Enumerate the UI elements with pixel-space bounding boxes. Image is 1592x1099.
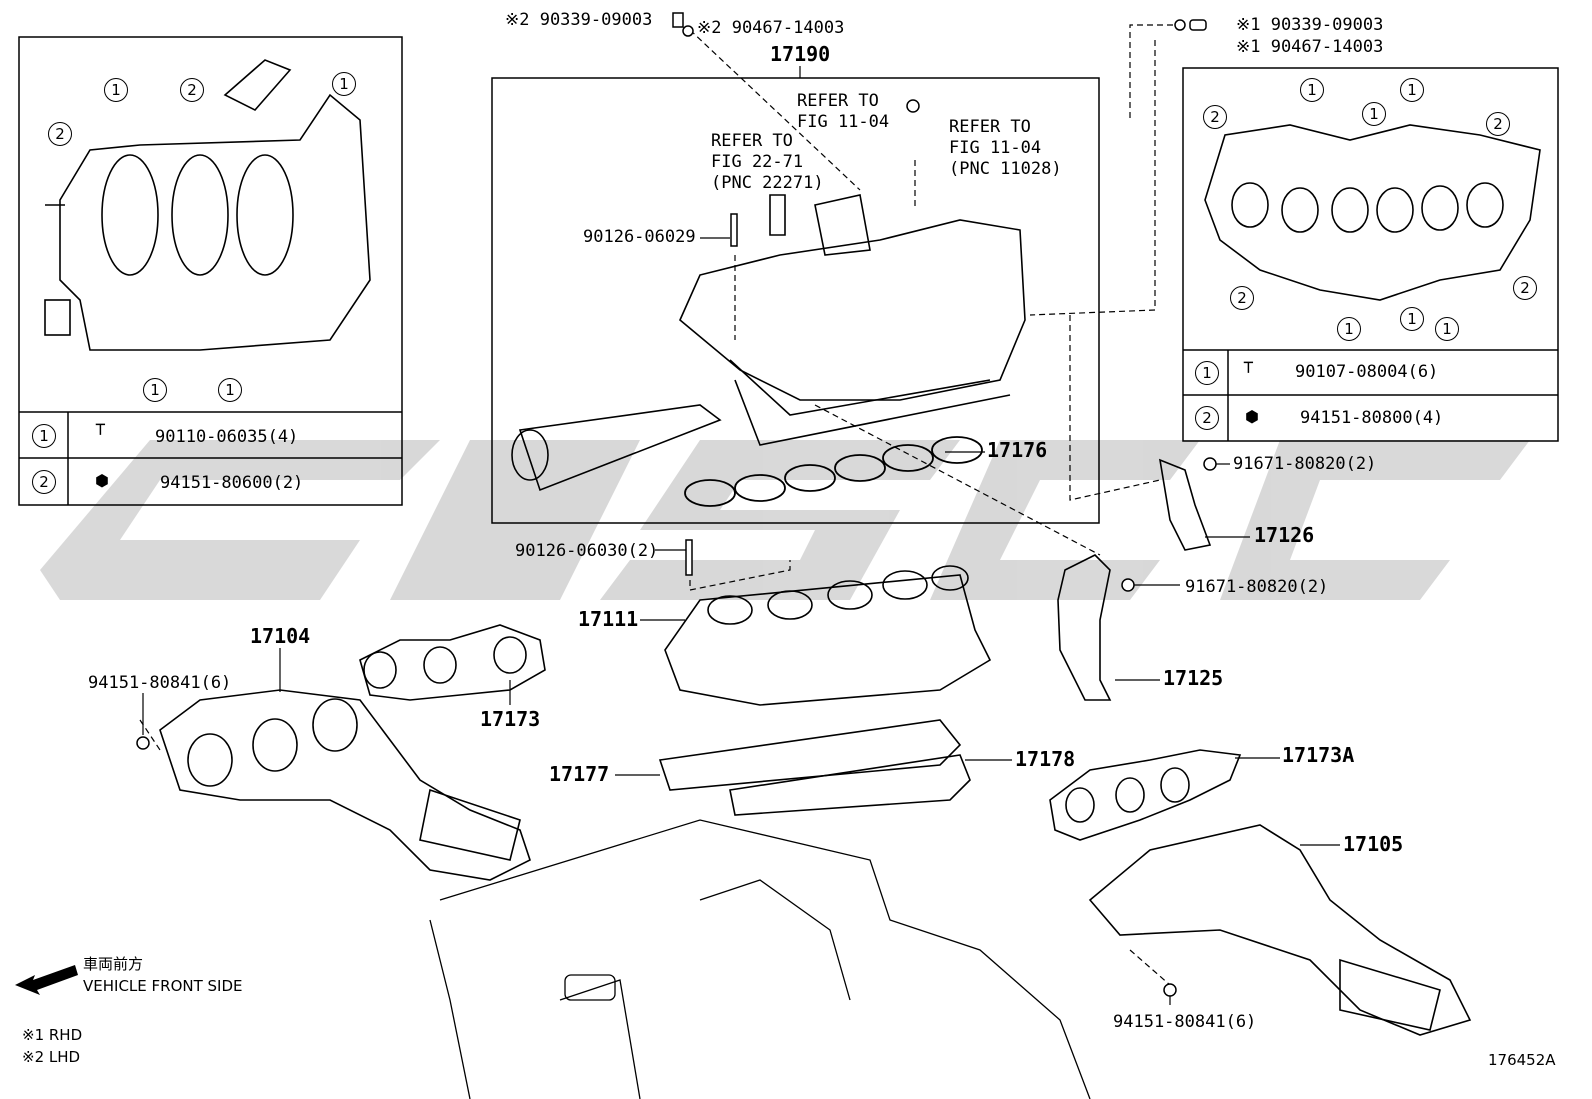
right-inset-box (1182, 67, 1559, 442)
right-callout-t2: 1 (1300, 78, 1324, 102)
right-exhaust-manifold (1088, 824, 1472, 1036)
right-legend-nut-icon: ⬢ (1245, 407, 1259, 426)
left-callout-4: 2 (48, 122, 72, 146)
right-callout-t4: 1 (1400, 78, 1424, 102)
dashed-leaders (139, 24, 1183, 986)
right-callout-t3: 1 (1362, 102, 1386, 126)
upper-intake-manifold (511, 194, 1026, 492)
right-legend-bolt-icon: ⊤ (1243, 357, 1254, 378)
label-bracket-bolt-top: 91671-80820(2) (1233, 454, 1377, 474)
left-exhaust-gasket (359, 624, 546, 701)
label-note-rhd: ※1 RHD (22, 1026, 83, 1044)
right-callout-b2: 1 (1337, 317, 1361, 341)
left-legend-part-2: 94151-80600(2) (160, 473, 304, 493)
label-gasket-set: 17176 (987, 438, 1048, 462)
right-inset-gasket (1204, 124, 1541, 301)
right-legend-key-2: 2 (1195, 406, 1219, 430)
left-inset-box (18, 36, 403, 506)
fasteners (136, 12, 1217, 997)
label-exhaust-right: 17105 (1343, 832, 1404, 856)
right-callout-b1: 2 (1230, 286, 1254, 310)
left-legend-nut-icon: ⬢ (95, 471, 109, 490)
right-callout-b5: 2 (1513, 276, 1537, 300)
label-bracket-upper: 17126 (1254, 523, 1315, 547)
label-rhd-gasket: ※1 90467-14003 (1236, 37, 1384, 57)
right-callout-b4: 1 (1435, 317, 1459, 341)
engine-block (429, 819, 1091, 1099)
right-exhaust-gasket (1049, 749, 1242, 841)
label-exhaust-left: 17104 (250, 624, 311, 648)
left-legend-key-2: 2 (32, 470, 56, 494)
label-lhd-plug: ※2 90339-09003 (505, 10, 653, 30)
label-intake-lower: 17111 (578, 607, 639, 631)
label-gasket-exh-left: 17173 (480, 707, 541, 731)
label-stud-upper: 90126-06029 (583, 227, 696, 247)
label-nut-right: 94151-80841(6) (1113, 1012, 1257, 1032)
left-callout-5: 1 (143, 378, 167, 402)
label-note-lhd: ※2 LHD (22, 1048, 81, 1066)
left-callout-3: 1 (332, 72, 356, 96)
main-assembly-box (491, 77, 1100, 524)
left-callout-2: 2 (180, 78, 204, 102)
right-callout-b3: 1 (1400, 307, 1424, 331)
label-front-side-en: VEHICLE FRONT SIDE (83, 977, 243, 995)
label-bracket-lower: 17125 (1163, 666, 1224, 690)
solid-leaders (142, 66, 1340, 1005)
label-refer-fig-11-04-b: REFER TO FIG 11-04 (PNC 11028) (949, 117, 1062, 179)
left-callout-6: 1 (218, 378, 242, 402)
label-gasket-exh-right: 17173A (1282, 743, 1355, 767)
label-refer-fig-22-71: REFER TO FIG 22-71 (PNC 22271) (711, 131, 824, 193)
label-rhd-plug: ※1 90339-09003 (1236, 15, 1384, 35)
intake-gaskets (658, 719, 971, 816)
left-callout-1: 1 (104, 78, 128, 102)
label-refer-fig-11-04-a: REFER TO FIG 11-04 (797, 91, 890, 132)
label-gasket-intake-a: 17177 (549, 762, 610, 786)
left-legend-key-1: 1 (32, 424, 56, 448)
right-legend-part-1: 90107-08004(6) (1295, 362, 1439, 382)
label-gasket-intake-b: 17178 (1015, 747, 1076, 771)
left-legend-bolt-icon: ⊤ (95, 419, 106, 440)
vehicle-front-arrow-icon (15, 965, 78, 995)
label-bracket-bolt-mid: 91671-80820(2) (1185, 577, 1329, 597)
right-legend-key-1: 1 (1195, 361, 1219, 385)
o-ring-set (684, 436, 983, 507)
label-main-assembly: 17190 (770, 42, 831, 66)
label-nut-left: 94151-80841(6) (88, 673, 232, 693)
label-front-side-jp: 車両前方 (83, 955, 144, 973)
figure-id: 176452A (1488, 1051, 1556, 1069)
lower-intake-manifold (664, 565, 992, 706)
left-inset-plenum (44, 59, 371, 351)
left-exhaust-manifold (159, 689, 531, 881)
right-callout-t1: 2 (1203, 105, 1227, 129)
label-stud-lower: 90126-06030(2) (515, 541, 659, 561)
right-legend-part-2: 94151-80800(4) (1300, 408, 1444, 428)
label-lhd-gasket: ※2 90467-14003 (697, 18, 845, 38)
brackets (1057, 458, 1212, 701)
right-callout-t5: 2 (1486, 112, 1510, 136)
left-legend-part-1: 90110-06035(4) (155, 427, 299, 447)
